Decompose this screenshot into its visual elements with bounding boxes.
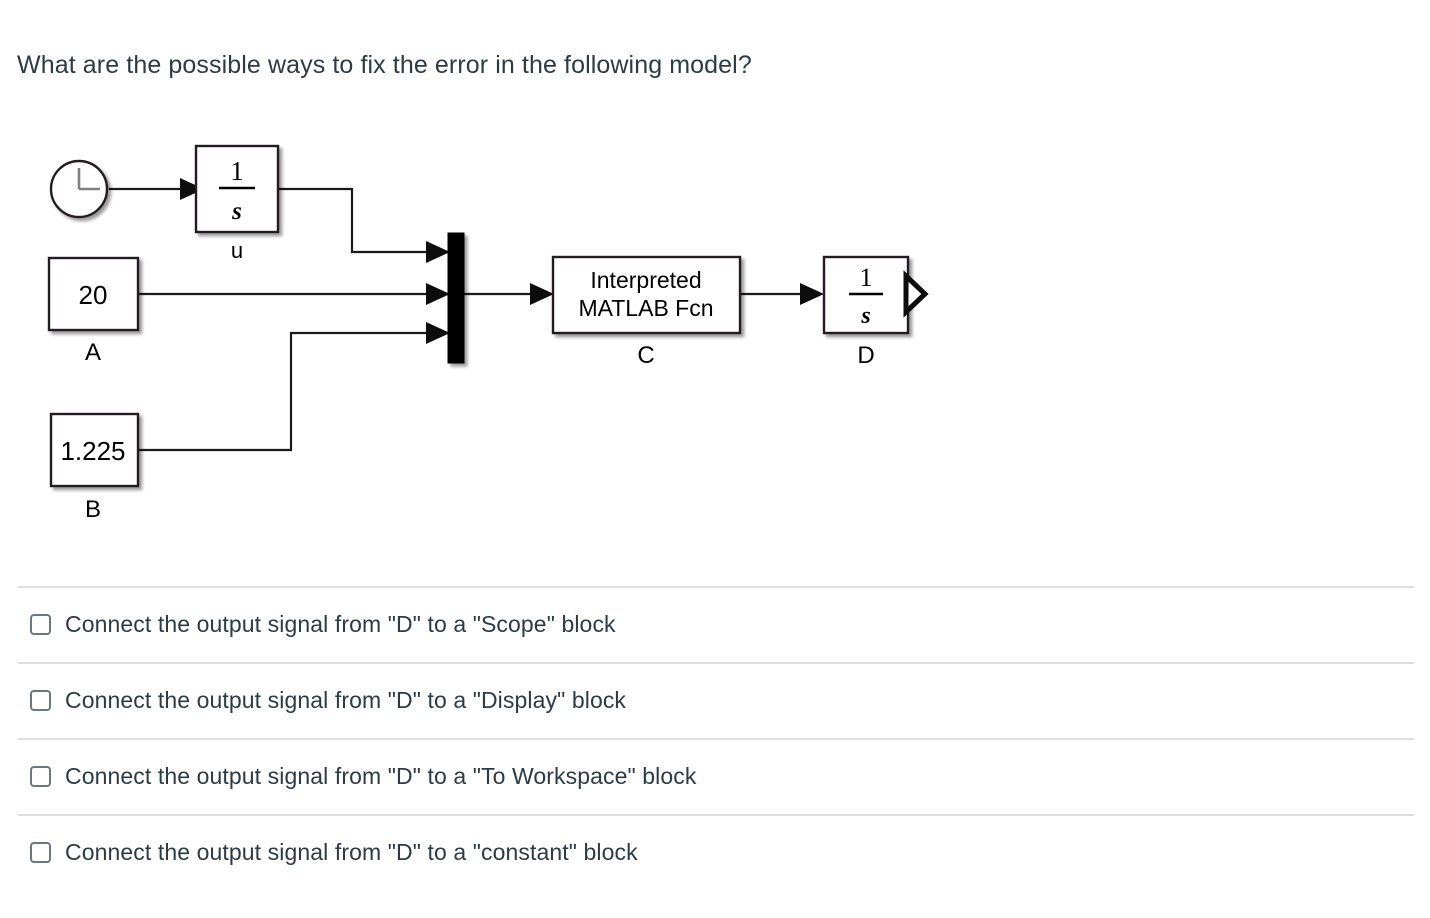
block-label-d: D [857,342,874,369]
block-integrator-u: 1 s u [194,144,280,263]
question-prompt: What are the possible ways to fix the er… [17,51,752,79]
answer-checkbox-1[interactable] [30,613,51,635]
block-label-b: B [85,496,101,523]
matlab-fcn-line1: Interpreted [590,267,701,293]
answer-label-1: Connect the output signal from "D" to a … [65,611,616,637]
answer-label-3: Connect the output signal from "D" to a … [65,763,697,789]
block-clock [49,159,109,219]
answer-option-2[interactable]: Connect the output signal from "D" to a … [0,662,1430,738]
answer-label-4: Connect the output signal from "D" to a … [65,839,638,865]
answer-label-2: Connect the output signal from "D" to a … [65,687,627,713]
integrator-d-denominator: s [860,303,870,329]
arrowhead-u-input [180,178,204,200]
block-label-c: C [637,342,654,369]
answer-options-list: Connect the output signal from "D" to a … [0,586,1430,890]
block-constant-a: 20 A [47,256,140,366]
arrowhead-d-input [800,283,824,305]
option-separator [18,662,1414,664]
integrator-d-numerator: 1 [860,263,873,292]
answer-option-3[interactable]: Connect the output signal from "D" to a … [0,738,1430,814]
answer-checkbox-4[interactable] [30,841,51,863]
option-separator [18,738,1414,740]
answer-option-1[interactable]: Connect the output signal from "D" to a … [0,586,1430,662]
option-separator [18,814,1414,816]
block-label-u: u [231,238,243,263]
option-separator [18,586,1414,588]
block-integrator-d: 1 s D [822,255,910,369]
block-mux [447,232,465,364]
block-constant-b: 1.225 B [49,412,140,523]
answer-checkbox-3[interactable] [30,765,51,787]
answer-checkbox-2[interactable] [30,689,51,711]
arrowhead-mux-port3 [426,322,450,344]
outport-marker-icon [903,270,929,318]
constant-b-value: 1.225 [60,436,125,466]
integrator-u-numerator: 1 [230,156,244,186]
constant-a-value: 20 [79,280,108,310]
wire-b-to-mux [136,331,430,452]
integrator-u-denominator: s [231,198,242,225]
simulink-block-diagram: 1 s u 20 A 1.225 B [0,120,980,540]
arrowhead-mux-port2 [426,283,450,305]
answer-option-4[interactable]: Connect the output signal from "D" to a … [0,814,1430,890]
wire-u-to-mux [276,187,430,254]
clock-icon [77,168,100,191]
block-label-a: A [85,339,101,366]
arrowhead-c-input [530,283,554,305]
matlab-fcn-line2: MATLAB Fcn [578,295,713,321]
block-interpreted-matlab-fcn: Interpreted MATLAB Fcn C [551,255,742,369]
arrowhead-mux-port1 [426,241,450,263]
